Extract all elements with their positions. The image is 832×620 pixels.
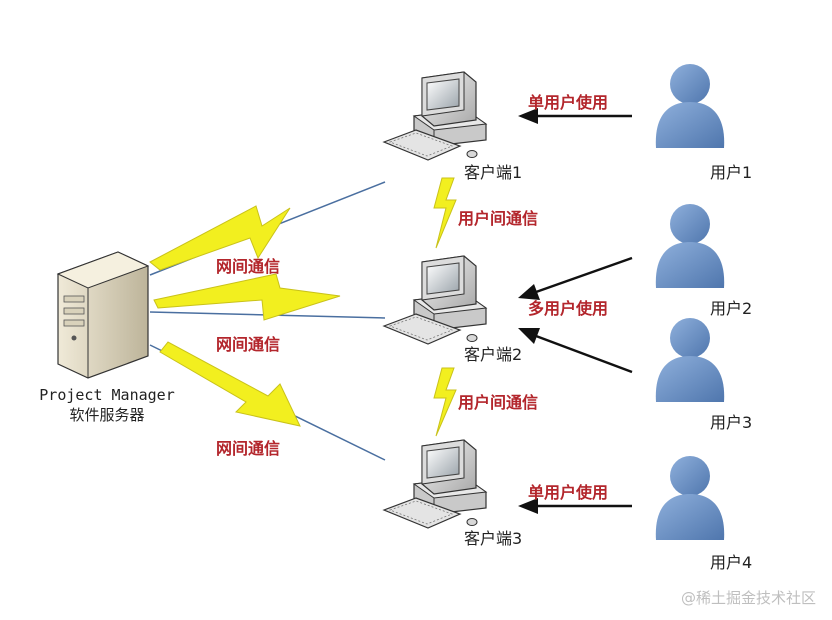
lightning-bolt-icon (159, 341, 301, 427)
network-link-label: 网间通信 (216, 335, 281, 354)
usage-label: 多用户使用 (528, 299, 609, 318)
client-computer-icon (383, 71, 487, 161)
lightning-bolt-icon (149, 205, 291, 271)
server-label: Project Manager 软件服务器 (22, 385, 192, 425)
usage-label: 单用户使用 (528, 483, 609, 502)
user-icon (655, 64, 725, 148)
server-subtitle: 软件服务器 (69, 406, 145, 424)
user-icon (655, 318, 725, 402)
user-icon (655, 204, 725, 288)
inter-client-link-label: 用户间通信 (458, 393, 539, 412)
network-link-label: 网间通信 (216, 439, 281, 458)
client-computer-icon (383, 439, 487, 529)
user-icon (655, 456, 725, 540)
client-label: 客户端2 (464, 345, 523, 364)
usage-arrows (518, 108, 633, 514)
client-label: 客户端3 (464, 529, 523, 548)
user-label: 用户3 (710, 413, 753, 432)
usage-label: 单用户使用 (528, 93, 609, 112)
user-label: 用户2 (710, 299, 753, 318)
lightning-bolt-icon (433, 177, 457, 249)
inter-client-link-label: 用户间通信 (458, 209, 539, 228)
server-name: Project Manager (39, 386, 175, 404)
lightning-bolt-icon (433, 367, 457, 437)
user-label: 用户4 (710, 553, 753, 572)
client-label: 客户端1 (464, 163, 523, 182)
server-icon (56, 251, 150, 379)
user-label: 用户1 (710, 163, 753, 182)
client-computer-icon (383, 255, 487, 345)
network-link-label: 网间通信 (216, 257, 281, 276)
lightning-bolt-icon (153, 273, 341, 321)
watermark: @稀土掘金技术社区 (680, 589, 816, 607)
